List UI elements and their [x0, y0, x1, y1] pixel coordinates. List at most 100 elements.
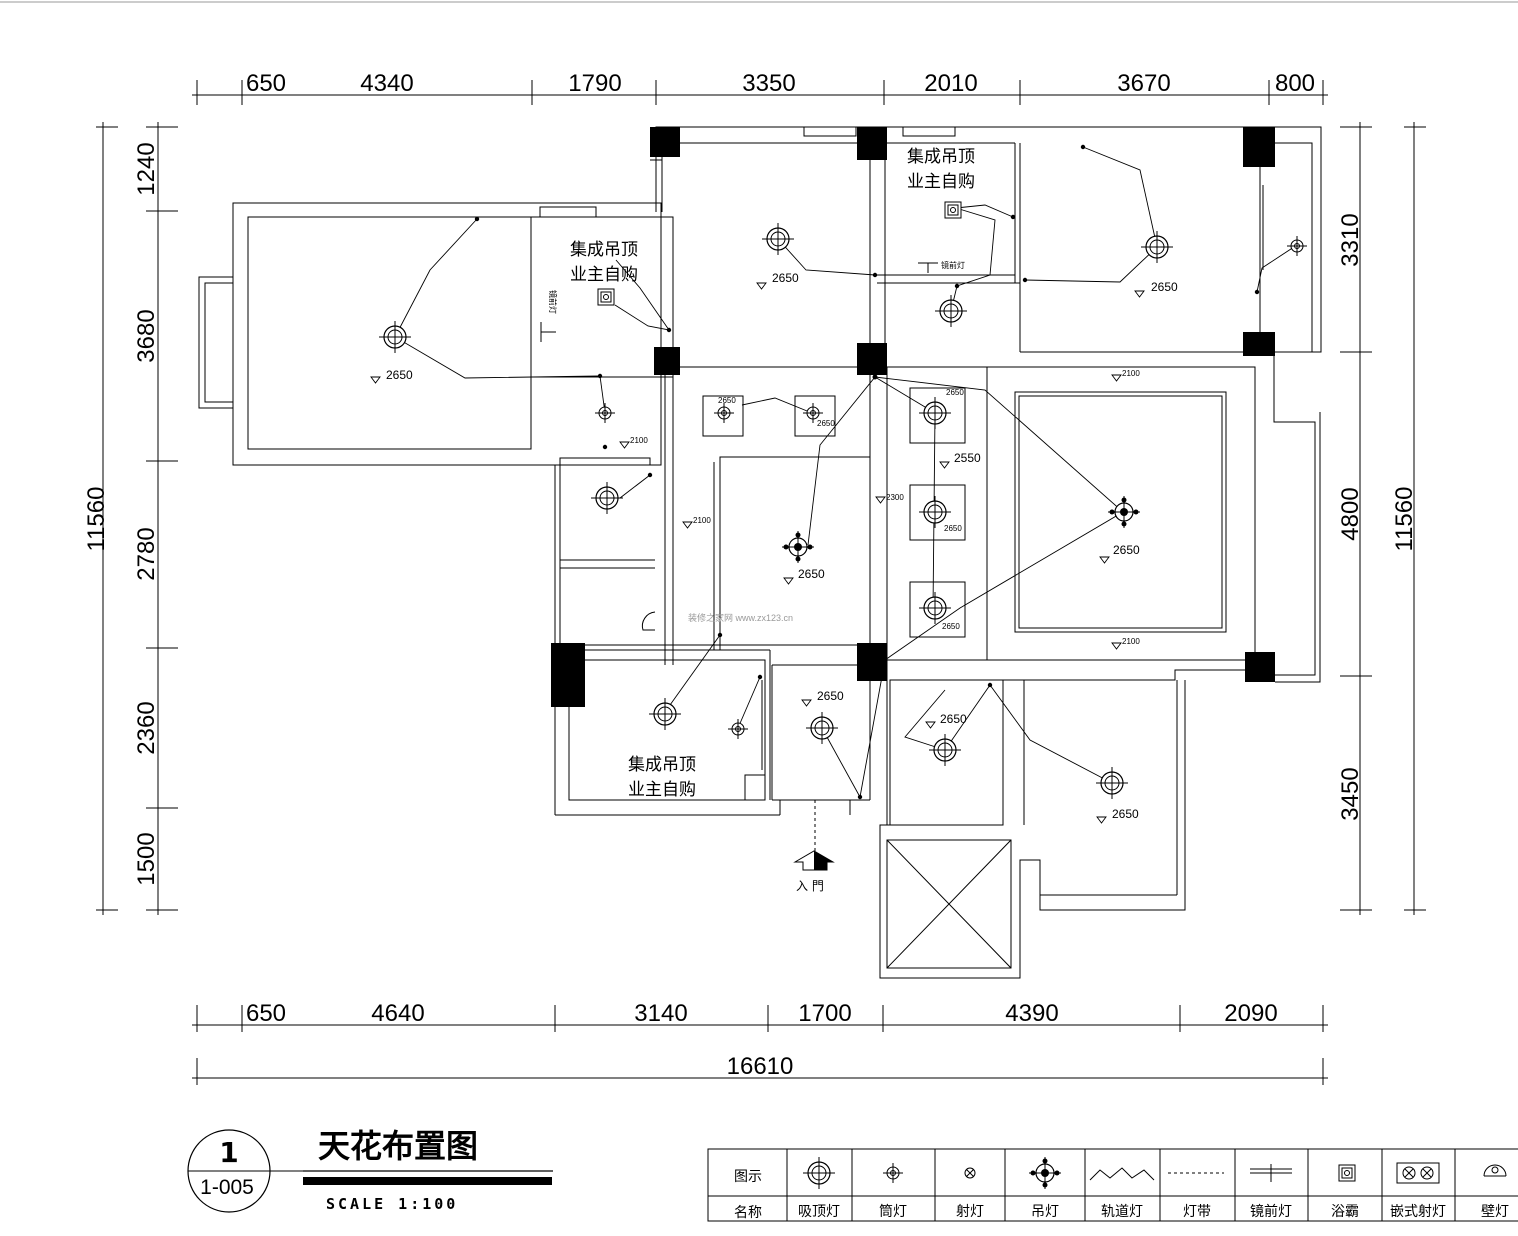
legend-name: 壁灯 [1481, 1204, 1509, 1220]
chandelier-icon [1107, 495, 1141, 529]
bath-heater-icon [944, 201, 962, 219]
legend-name: 镜前灯 [1250, 1203, 1292, 1220]
bath-heater-icon [1338, 1164, 1356, 1182]
downlight-icon [1286, 235, 1308, 257]
structural-columns [551, 127, 1275, 707]
entrance-arrow-icon [793, 850, 835, 871]
note-owner-purchase: 业主自购 [628, 780, 696, 800]
top-dim-6: 3670 [1117, 70, 1170, 97]
bottom-dim-6: 2090 [1224, 1000, 1277, 1027]
top-dim-2: 4340 [360, 70, 413, 97]
height-label: 2650 [1151, 280, 1178, 294]
height-label: 2550 [954, 451, 981, 465]
drawing-number: 1 [219, 1136, 238, 1169]
legend-name: 射灯 [956, 1204, 984, 1220]
height-label: 2650 [946, 388, 964, 397]
height-label: 2100 [1122, 637, 1140, 646]
legend-name: 嵌式射灯 [1390, 1204, 1446, 1220]
ceiling-lamp-icon [648, 697, 682, 731]
ceiling-lamp-icon [918, 591, 952, 625]
mirror-light-icon [1250, 1164, 1292, 1182]
wall-lamp-icon [1483, 1164, 1507, 1177]
bottom-dimension-chain: 650 4640 3140 1700 4390 2090 16610 [192, 1000, 1328, 1085]
height-label: 2650 [944, 524, 962, 533]
note-owner-purchase: 业主自购 [570, 265, 638, 285]
right-total-dim: 11560 [1391, 487, 1418, 552]
spotlight-icon [964, 1167, 976, 1179]
height-label: 2650 [817, 419, 835, 428]
downlight-icon [594, 402, 616, 424]
bottom-dim-2: 4640 [371, 1000, 424, 1027]
downlight-icon [713, 402, 735, 424]
left-dimension-chain: 1240 3680 2780 2360 1500 11560 [83, 122, 178, 915]
walls [198, 126, 1322, 979]
top-dim-4: 3350 [742, 70, 795, 97]
height-markers: 2650 2650 2650 2650 2650 2650 2650 2650 … [370, 271, 1178, 824]
note-owner-purchase: 业主自购 [907, 172, 975, 192]
height-label: 2650 [817, 689, 844, 703]
left-dim-2: 3680 [133, 309, 160, 362]
height-label: 2650 [942, 622, 960, 631]
legend-names: 吸顶灯 筒灯 射灯 吊灯 轨道灯 灯带 镜前灯 浴霸 嵌式射灯 壁灯 [798, 1203, 1509, 1220]
left-dim-1: 1240 [133, 142, 160, 195]
top-dim-5: 2010 [924, 70, 977, 97]
ceiling-notes: 集成吊顶 业主自购 集成吊顶 业主自购 集成吊顶 业主自购 [570, 147, 975, 800]
height-label: 2650 [1112, 807, 1139, 821]
height-label: 2650 [386, 368, 413, 382]
legend-name: 轨道灯 [1101, 1204, 1143, 1220]
downlight-icon [727, 718, 749, 740]
ceiling-lamp-icon [1095, 766, 1129, 800]
wire-junctions [474, 144, 1260, 800]
ceiling-lamp-icon [934, 294, 968, 328]
mirror-light-label: 镜前灯 [548, 290, 558, 314]
recessed-spotlight-icon [1396, 1162, 1440, 1184]
height-label: 2650 [718, 396, 736, 405]
height-label: 2300 [886, 493, 904, 502]
title-block [187, 1129, 553, 1213]
legend-table [707, 1148, 1518, 1222]
note-integrated-ceiling: 集成吊顶 [907, 147, 975, 167]
left-dim-3: 2780 [133, 527, 160, 580]
legend-name: 筒灯 [879, 1203, 907, 1220]
right-dim-3: 3450 [1337, 767, 1364, 820]
ceiling-lamp-icon [590, 481, 624, 515]
right-dim-1: 3310 [1337, 213, 1364, 266]
height-label: 2650 [798, 567, 825, 581]
door-swing-icon [641, 611, 656, 631]
legend-icons [802, 1156, 1507, 1190]
ceiling-lamp-icon [805, 711, 839, 745]
bottom-dim-1: 650 [246, 1000, 286, 1027]
left-total-dim: 11560 [83, 487, 110, 552]
entrance-label: 入 門 [796, 879, 824, 893]
ceiling-lamp-icon [918, 396, 952, 430]
legend-row1-label: 图示 [734, 1169, 762, 1185]
top-dimension-chain: 650 4340 1790 3350 2010 3670 800 [192, 70, 1328, 105]
drawing-title: 天花布置图 [318, 1127, 478, 1165]
mirror-light-label: 镜前灯 [941, 260, 965, 270]
height-label: 2100 [630, 436, 648, 445]
height-label: 2650 [1113, 543, 1140, 557]
height-label: 2100 [693, 516, 711, 525]
bottom-dim-4: 1700 [798, 1000, 851, 1027]
legend-name: 灯带 [1183, 1204, 1211, 1220]
note-integrated-ceiling: 集成吊顶 [628, 755, 696, 775]
bottom-dim-5: 4390 [1005, 1000, 1058, 1027]
legend-name: 吸顶灯 [798, 1204, 840, 1220]
height-label: 2100 [1122, 369, 1140, 378]
height-label: 2650 [940, 712, 967, 726]
bottom-dim-3: 3140 [634, 1000, 687, 1027]
top-dim-1: 650 [246, 70, 286, 97]
bath-heater-icon [597, 288, 615, 306]
left-dim-5: 1500 [133, 832, 160, 885]
sheet-number: 1-005 [200, 1176, 254, 1199]
height-label: 2650 [772, 271, 799, 285]
ceiling-lamp-icon [761, 222, 795, 256]
track-light-icon [1089, 1167, 1155, 1181]
right-dim-2: 4800 [1337, 487, 1364, 540]
top-dim-3: 1790 [568, 70, 621, 97]
watermark: 装修之家网 www.zx123.cn [688, 612, 793, 623]
right-dimension-chain: 3310 4800 3450 11560 [1337, 122, 1426, 915]
ceiling-lamp-icon [928, 733, 962, 767]
legend-row2-label: 名称 [734, 1205, 762, 1221]
